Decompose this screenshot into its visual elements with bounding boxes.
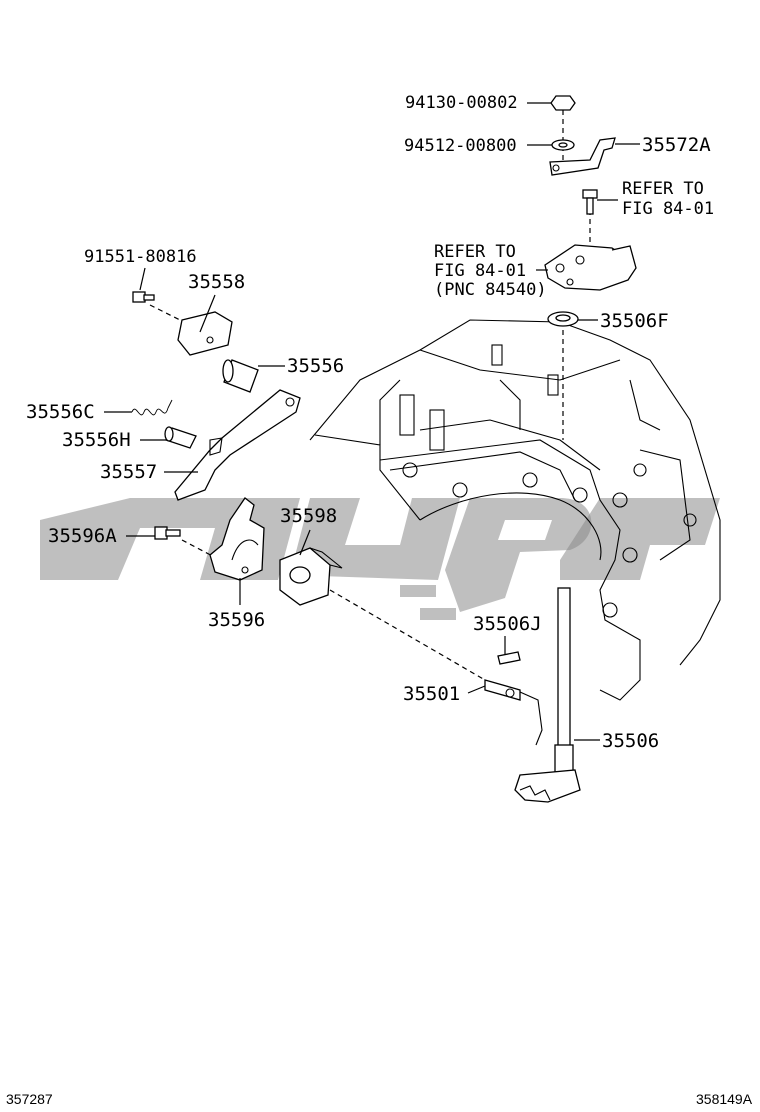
pin-35556h-part: [164, 426, 197, 449]
footer-right-code: 358149A: [696, 1091, 753, 1107]
shaft-35506-part: [514, 587, 581, 803]
label-spring-35556c: 35556C: [26, 401, 95, 423]
label-refer-switch-2: FIG 84-01: [434, 261, 526, 281]
label-lever-35572a: 35572A: [642, 134, 711, 156]
label-nut: 94130-00802: [405, 93, 518, 113]
bolt-35596a-part: [154, 526, 181, 540]
collar-35598-part: [279, 547, 343, 606]
lever-35557-part: [174, 389, 301, 501]
bracket-35558-part: [177, 311, 233, 356]
nut-part: [550, 95, 576, 111]
label-refer-bolt-1: REFER TO: [622, 179, 704, 199]
bolt-91551-part: [132, 291, 155, 303]
leader-lines: [104, 102, 640, 741]
label-bolt-91551: 91551-80816: [84, 247, 197, 267]
label-refer-bolt-2: FIG 84-01: [622, 199, 714, 219]
label-bolt-35596a: 35596A: [48, 525, 117, 547]
washer-part: [551, 139, 575, 151]
neutral-switch-part: [544, 244, 637, 291]
rod-35501-part: [484, 679, 543, 746]
label-refer-switch-3: (PNC 84540): [434, 280, 547, 300]
oil-seal-part: [547, 311, 579, 327]
label-shaft-35506: 35506: [602, 730, 659, 752]
label-oil-seal: 35506F: [600, 310, 669, 332]
label-pin-35556h: 35556H: [62, 429, 131, 451]
assembly-axes: [149, 110, 591, 681]
label-lever-35557: 35557: [100, 461, 157, 483]
transmission-case: [309, 319, 721, 701]
label-bracket-35558: 35558: [188, 271, 245, 293]
label-collar-35598: 35598: [280, 505, 337, 527]
label-pin-35556: 35556: [287, 355, 344, 377]
control-lever-part: [549, 137, 616, 176]
footer-left-code: 357287: [6, 1091, 53, 1107]
watermark-logo: [40, 498, 720, 620]
pin-35506j-part: [497, 651, 521, 665]
label-plate-35596: 35596: [208, 609, 265, 631]
pin-35556-part: [222, 359, 259, 393]
label-pin-35506j: 35506J: [473, 613, 542, 635]
label-refer-switch-1: REFER TO: [434, 242, 516, 262]
spring-35556c-part: [131, 399, 173, 416]
switch-bolt-part: [582, 189, 598, 215]
label-rod-35501: 35501: [403, 683, 460, 705]
label-washer: 94512-00800: [404, 136, 517, 156]
